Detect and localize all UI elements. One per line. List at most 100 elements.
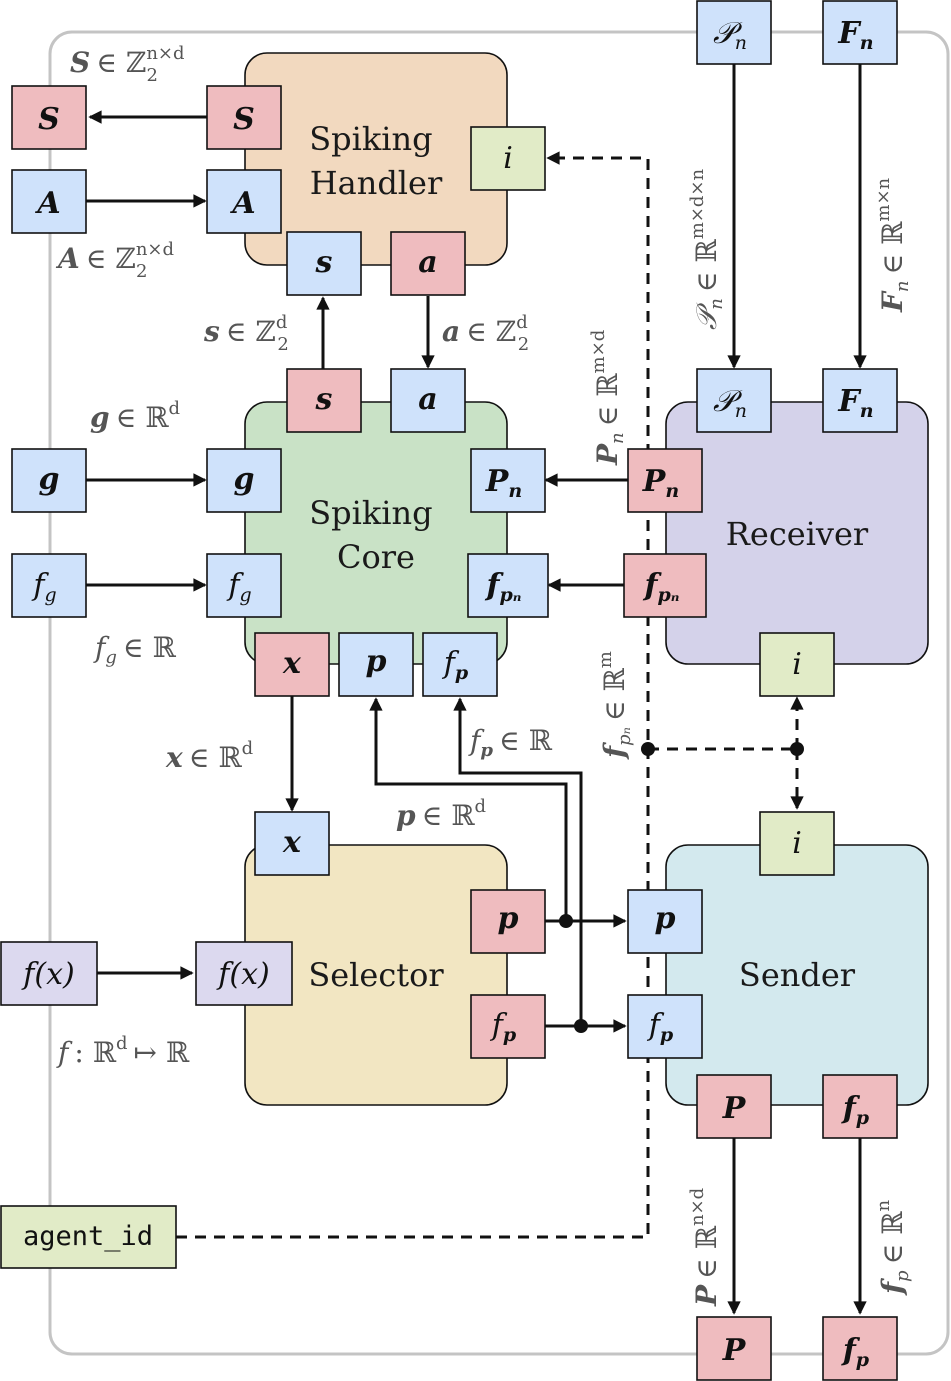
- junction-dot-id-left: [641, 742, 655, 756]
- dash-agent-id: [176, 151, 650, 1239]
- port-Pn-core: Pn: [470, 448, 546, 513]
- junction-dot-p: [559, 914, 573, 928]
- port-fg-external: fg: [11, 553, 87, 618]
- wire-p-feedback: [369, 697, 568, 921]
- svg-text:P: P: [722, 1333, 747, 1368]
- svg-text:Fn: Fn: [837, 16, 873, 54]
- svg-text:i: i: [792, 647, 802, 682]
- port-F-receiver: Fn: [822, 368, 898, 433]
- port-fx-selector: f(x): [195, 941, 293, 1006]
- svg-text:f(x): f(x): [21, 957, 74, 992]
- svg-text:a: a: [418, 382, 437, 417]
- handler-title-line1: Spiking: [309, 120, 432, 158]
- svg-text:i: i: [792, 826, 802, 861]
- label-x-domain: x∈ ℝd: [165, 738, 253, 774]
- svg-text:i: i: [503, 141, 513, 176]
- handler-title-line2: Handler: [310, 164, 443, 202]
- port-p-sender: p: [627, 889, 703, 954]
- svg-text:S: S: [38, 102, 60, 137]
- svg-text:A: A: [229, 186, 255, 221]
- label-Pcal-domain: 𝒫n∈ ℝm×d×n: [687, 169, 727, 330]
- core-title-line1: Spiking: [309, 494, 432, 532]
- agent-id-port: agent_id: [0, 1205, 177, 1269]
- port-i-receiver: i: [759, 632, 835, 697]
- port-fp-sender-bottom: fp: [822, 1074, 898, 1139]
- port-x-core: x: [254, 632, 330, 697]
- svg-text:s: s: [315, 382, 333, 417]
- port-fp-external: fp: [822, 1316, 898, 1381]
- port-F-external: Fn: [822, 0, 898, 65]
- port-a-handler: a: [390, 231, 466, 296]
- svg-text:A: A: [34, 186, 60, 221]
- svg-text:S: S: [233, 102, 255, 137]
- spiking-handler-title: Spiking Handler: [309, 120, 443, 202]
- port-Pn-receiver: Pn: [627, 448, 703, 513]
- label-P-domain: P∈ ℝn×d: [687, 1188, 723, 1307]
- svg-text:a: a: [418, 245, 437, 280]
- port-fpn-core: fpₙ: [467, 553, 549, 618]
- spiking-core-module: [244, 401, 508, 665]
- svg-text:g: g: [39, 462, 60, 497]
- label-fx-domain: f: ℝd↦ ℝ: [56, 1033, 190, 1069]
- selector-title: Selector: [308, 956, 444, 994]
- svg-text:g: g: [234, 462, 255, 497]
- svg-text:agent_id: agent_id: [23, 1221, 153, 1252]
- junction-dot-fp: [574, 1019, 588, 1033]
- port-i-handler: i: [470, 126, 546, 191]
- svg-text:Fn: Fn: [837, 384, 873, 422]
- svg-text:P: P: [722, 1091, 747, 1126]
- port-g-external: g: [11, 448, 87, 513]
- port-S-external: S: [11, 85, 87, 150]
- agent-frame: [48, 30, 950, 1356]
- port-fp-sender: fp: [627, 994, 703, 1059]
- label-fp-out-domain: fp∈ ℝn: [873, 1200, 913, 1296]
- port-Pcal-receiver: 𝒫n: [696, 368, 772, 433]
- port-P-sender: P: [696, 1074, 772, 1139]
- port-fp-core: fp: [422, 632, 498, 697]
- port-p-selector: p: [470, 889, 546, 954]
- port-S-handler: S: [206, 85, 282, 150]
- junction-dot-id-right: [790, 742, 804, 756]
- label-Pn-domain: Pn∈ ℝm×d: [588, 330, 628, 466]
- port-a-core: a: [390, 368, 466, 433]
- receiver-title: Receiver: [726, 515, 869, 553]
- label-p-domain: p∈ ℝd: [396, 796, 486, 832]
- port-g-core: g: [206, 448, 282, 513]
- svg-text:p: p: [498, 901, 519, 936]
- svg-text:x: x: [282, 825, 302, 860]
- svg-text:p: p: [366, 644, 387, 679]
- port-x-selector: x: [254, 811, 330, 876]
- svg-text:s: s: [315, 245, 333, 280]
- svg-text:Pn: Pn: [642, 464, 679, 502]
- port-p-core: p: [338, 632, 414, 697]
- port-fp-selector: fp: [470, 994, 546, 1059]
- label-fg-domain: fg∈ ℝ: [93, 631, 177, 668]
- port-A-handler: A: [206, 169, 282, 234]
- spiking-core-title: Spiking Core: [309, 494, 443, 576]
- svg-text:f(x): f(x): [216, 957, 269, 992]
- sender-title: Sender: [739, 956, 856, 994]
- svg-text:p: p: [655, 901, 676, 936]
- spiking-handler-module: [244, 52, 508, 266]
- label-fpn-domain: fpₙ∈ ℝm: [595, 651, 635, 760]
- port-fx-external: f(x): [0, 941, 98, 1006]
- port-fpn-receiver: fpₙ: [623, 553, 707, 618]
- svg-text:x: x: [282, 646, 302, 681]
- port-A-external: A: [11, 169, 87, 234]
- core-title-line2: Core: [337, 538, 415, 576]
- port-P-external: P: [696, 1316, 772, 1381]
- port-s-handler: s: [286, 231, 362, 296]
- port-fg-core: fg: [206, 553, 282, 618]
- port-s-core: s: [286, 368, 362, 433]
- label-fp-domain: fp∈ ℝ: [468, 724, 553, 761]
- label-g-domain: g∈ ℝd: [90, 398, 180, 434]
- wire-fp-feedback: [453, 697, 583, 1026]
- dashed-wires: [176, 151, 804, 1239]
- label-F-domain: Fn∈ ℝm×n: [873, 177, 913, 313]
- solid-wires: [86, 64, 867, 1315]
